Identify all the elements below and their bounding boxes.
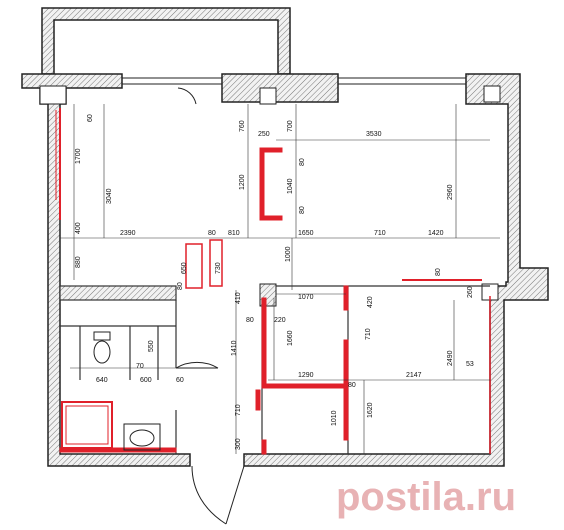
dim-label: 3040 [106,188,113,204]
dim-label: 550 [148,340,155,352]
dim-label: 80 [299,206,306,214]
dim-label: 1290 [298,372,314,379]
dim-label: 760 [239,120,246,132]
sink-icon [123,423,161,451]
dim-label: 60 [87,114,94,122]
dim-label: 1620 [367,402,374,418]
dim-label: 2390 [120,230,136,237]
dim-label: 600 [140,377,152,384]
dim-label: 700 [287,120,294,132]
dim-label: 80 [435,268,442,276]
dim-label: 1070 [298,294,314,301]
dim-label: 710 [374,230,386,237]
dim-label: 410 [235,292,242,304]
dim-label: 70 [136,363,144,370]
dim-label: 2490 [447,350,454,366]
dim-label: 810 [228,230,240,237]
dim-label: 2960 [447,184,454,200]
dim-label: 1410 [231,340,238,356]
dim-label: 710 [235,404,242,416]
watermark-text: postila.ru [336,475,516,519]
dim-label: 220 [274,317,286,324]
dim-label: 1700 [75,148,82,164]
dim-label: 640 [96,377,108,384]
dim-label: 1660 [287,330,294,346]
dim-label: 1650 [298,230,314,237]
dim-label: 880 [75,256,82,268]
dim-label: 80 [348,382,356,389]
dim-label: 730 [215,262,222,274]
new-walls [55,108,491,455]
dim-label: 420 [367,296,374,308]
outer-walls [21,73,549,467]
dimension-labels: 60 1700 3040 400 880 2390 760 250 700 35… [75,114,474,450]
dim-label: 80 [208,230,216,237]
dim-label: 260 [467,286,474,298]
dim-label: 2147 [406,372,422,379]
dim-label: 80 [246,317,254,324]
dim-label: 1420 [428,230,444,237]
dim-label: 400 [75,222,82,234]
dim-label: 1200 [239,174,246,190]
dim-label: 250 [258,131,270,138]
dim-label: 1000 [285,246,292,262]
dim-label: 3530 [366,131,382,138]
dim-label: 80 [177,282,184,290]
dimension-lines [60,104,500,454]
dim-label: 650 [181,262,188,274]
dim-label: 80 [299,158,306,166]
doors [175,87,245,525]
toilet-icon [93,331,111,364]
balcony [41,7,291,75]
dim-label: 1040 [287,178,294,194]
dim-label: 60 [176,377,184,384]
partitions [59,285,490,454]
dim-label: 53 [466,361,474,368]
dim-label: 300 [235,438,242,450]
dim-label: 1010 [331,410,338,426]
dim-label: 710 [365,328,372,340]
